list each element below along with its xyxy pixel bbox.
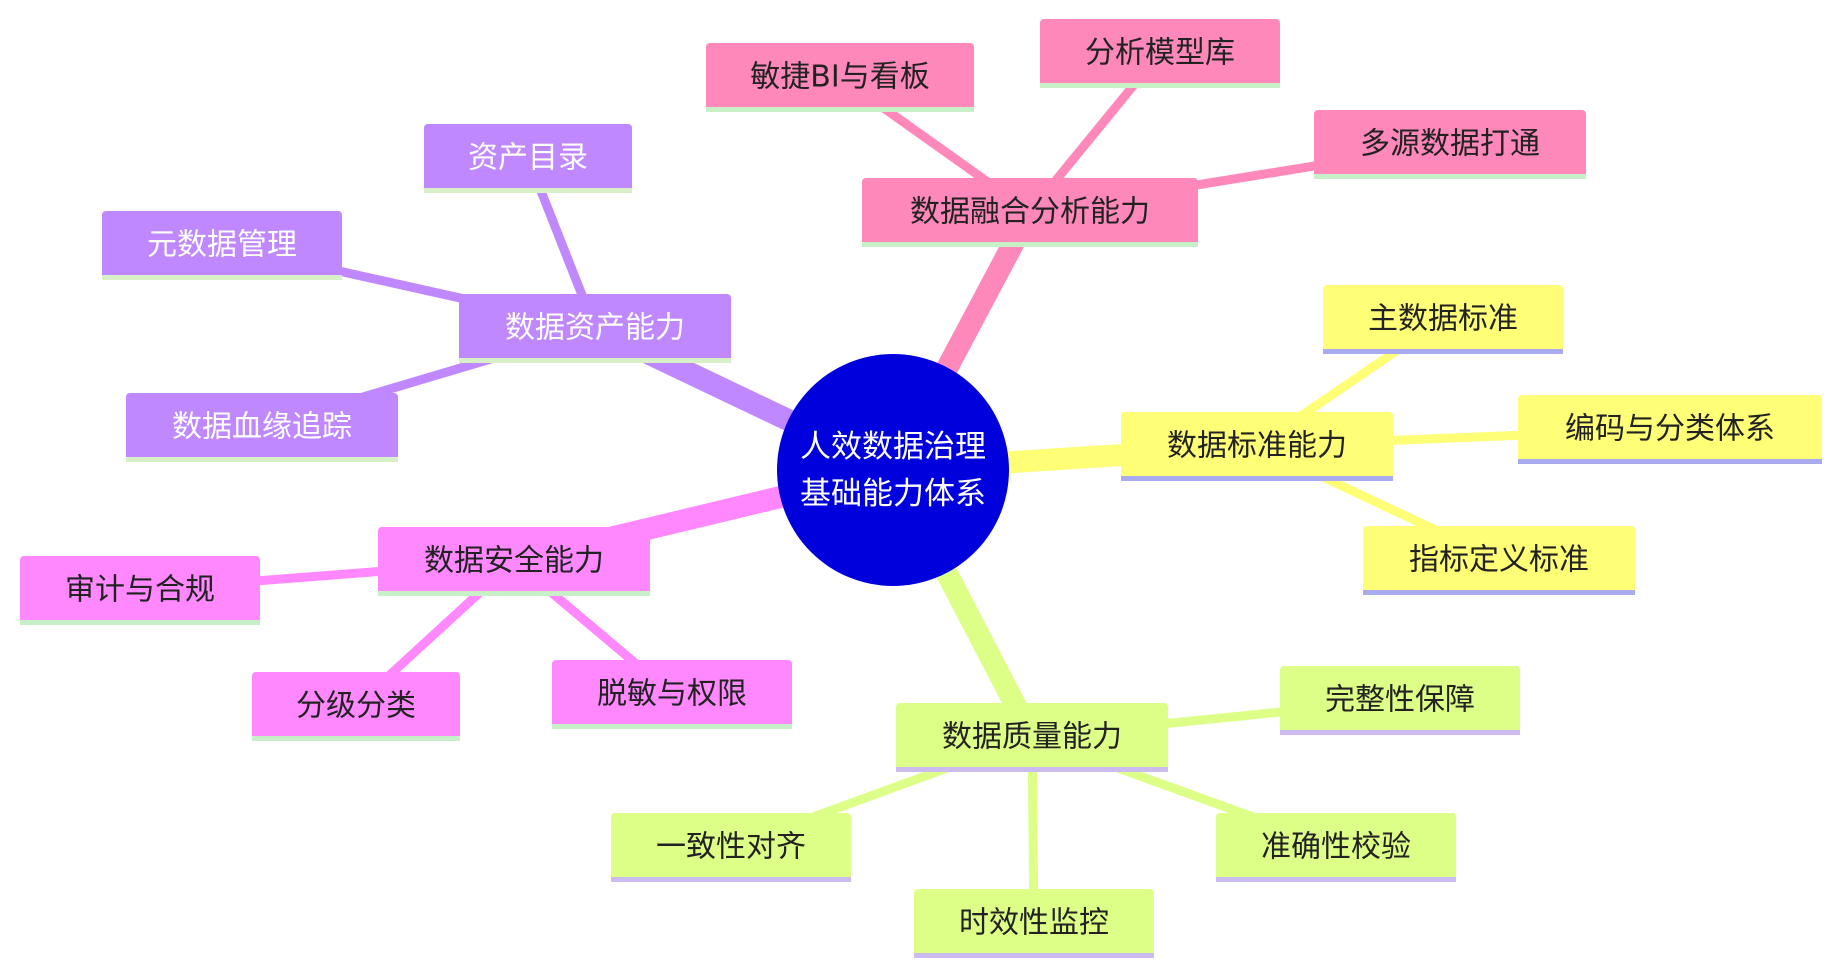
leaf-node-consistency-label: 一致性对齐 xyxy=(656,830,806,865)
leaf-node-lineage-underline xyxy=(126,457,398,462)
leaf-node-metric-def-label: 指标定义标准 xyxy=(1409,543,1589,578)
branch-node-fusion[interactable]: 数据融合分析能力 xyxy=(862,178,1198,247)
leaf-node-accuracy-underline xyxy=(1216,877,1456,882)
leaf-node-accuracy-label: 准确性校验 xyxy=(1261,830,1411,865)
leaf-node-bi-box xyxy=(706,43,974,111)
leaf-node-multi-source-label: 多源数据打通 xyxy=(1360,127,1540,162)
leaf-node-multi-source[interactable]: 多源数据打通 xyxy=(1314,110,1586,179)
leaf-node-grading-underline xyxy=(252,736,460,741)
leaf-node-metric-def-box xyxy=(1363,526,1635,594)
leaf-node-bi-label: 敏捷BI与看板 xyxy=(750,60,929,95)
branch-node-fusion-label: 数据融合分析能力 xyxy=(910,195,1150,230)
leaf-node-lineage-label: 数据血缘追踪 xyxy=(172,410,352,445)
leaf-node-coding[interactable]: 编码与分类体系 xyxy=(1518,395,1822,464)
root-label-line-1: 人效数据治理 xyxy=(800,429,986,465)
leaf-node-timeliness[interactable]: 时效性监控 xyxy=(914,889,1154,958)
branch-node-security[interactable]: 数据安全能力 xyxy=(378,527,650,596)
branch-node-security-box xyxy=(378,527,650,595)
leaf-node-consistency-underline xyxy=(611,877,851,882)
leaf-node-audit-label: 审计与合规 xyxy=(65,573,215,608)
root-node[interactable]: 人效数据治理 基础能力体系 xyxy=(777,354,1009,586)
leaf-node-audit-box xyxy=(20,556,260,624)
leaf-node-coding-box xyxy=(1518,395,1822,463)
branch-node-fusion-underline xyxy=(862,242,1198,247)
leaf-node-completeness-underline xyxy=(1280,730,1520,735)
branch-node-quality-underline xyxy=(896,767,1168,772)
leaf-node-metadata-label: 元数据管理 xyxy=(147,228,297,263)
branch-node-asset-label: 数据资产能力 xyxy=(505,311,685,346)
leaf-node-timeliness-box xyxy=(914,889,1154,957)
leaf-node-catalog-box xyxy=(424,124,632,192)
leaf-node-model-lib-box xyxy=(1040,19,1280,87)
leaf-node-catalog-label: 资产目录 xyxy=(468,141,588,176)
leaf-node-audit-underline xyxy=(20,620,260,625)
leaf-node-metadata[interactable]: 元数据管理 xyxy=(102,211,342,280)
leaf-node-lineage[interactable]: 数据血缘追踪 xyxy=(126,393,398,462)
leaf-node-model-lib-label: 分析模型库 xyxy=(1085,36,1235,71)
leaf-node-masking-label: 脱敏与权限 xyxy=(597,677,747,712)
leaf-node-completeness-box xyxy=(1280,666,1520,734)
leaf-node-coding-underline xyxy=(1518,459,1822,464)
leaf-node-catalog[interactable]: 资产目录 xyxy=(424,124,632,193)
leaf-node-masking-box xyxy=(552,660,792,728)
leaf-node-metric-def-underline xyxy=(1363,590,1635,595)
leaf-node-master-data-label: 主数据标准 xyxy=(1368,302,1518,337)
leaf-node-master-data[interactable]: 主数据标准 xyxy=(1323,285,1563,354)
leaf-node-masking[interactable]: 脱敏与权限 xyxy=(552,660,792,729)
leaf-node-lineage-box xyxy=(126,393,398,461)
branch-node-standard-box xyxy=(1121,412,1393,480)
branch-node-asset[interactable]: 数据资产能力 xyxy=(459,294,731,363)
branch-node-asset-box xyxy=(459,294,731,362)
branch-node-quality-label: 数据质量能力 xyxy=(942,720,1122,755)
leaf-node-metric-def[interactable]: 指标定义标准 xyxy=(1363,526,1635,595)
leaf-node-timeliness-underline xyxy=(914,953,1154,958)
branch-node-asset-underline xyxy=(459,358,731,363)
leaf-node-completeness-label: 完整性保障 xyxy=(1325,683,1475,718)
branch-node-security-label: 数据安全能力 xyxy=(424,544,604,579)
root-circle xyxy=(777,354,1009,586)
leaf-node-metadata-underline xyxy=(102,275,342,280)
branch-node-standard[interactable]: 数据标准能力 xyxy=(1121,412,1393,481)
leaf-node-completeness[interactable]: 完整性保障 xyxy=(1280,666,1520,735)
leaf-node-bi-underline xyxy=(706,107,974,112)
branch-node-standard-underline xyxy=(1121,476,1393,481)
leaf-node-model-lib-underline xyxy=(1040,83,1280,88)
leaf-node-consistency-box xyxy=(611,813,851,881)
leaf-node-catalog-underline xyxy=(424,188,632,193)
leaf-node-accuracy-box xyxy=(1216,813,1456,881)
leaf-node-accuracy[interactable]: 准确性校验 xyxy=(1216,813,1456,882)
leaf-node-coding-label: 编码与分类体系 xyxy=(1565,412,1775,447)
branch-node-security-underline xyxy=(378,591,650,596)
leaf-node-timeliness-label: 时效性监控 xyxy=(959,906,1109,941)
branch-node-quality[interactable]: 数据质量能力 xyxy=(896,703,1168,772)
leaf-node-masking-underline xyxy=(552,724,792,729)
leaf-node-master-data-underline xyxy=(1323,349,1563,354)
leaf-node-multi-source-underline xyxy=(1314,174,1586,179)
leaf-node-multi-source-box xyxy=(1314,110,1586,178)
branch-node-standard-label: 数据标准能力 xyxy=(1167,429,1347,464)
leaf-node-metadata-box xyxy=(102,211,342,279)
leaf-node-bi[interactable]: 敏捷BI与看板 xyxy=(706,43,974,112)
leaf-node-grading-label: 分级分类 xyxy=(296,689,416,724)
leaf-node-audit[interactable]: 审计与合规 xyxy=(20,556,260,625)
root-label-line-2: 基础能力体系 xyxy=(800,476,986,512)
leaf-node-grading[interactable]: 分级分类 xyxy=(252,672,460,741)
leaf-node-grading-box xyxy=(252,672,460,740)
leaf-node-model-lib[interactable]: 分析模型库 xyxy=(1040,19,1280,88)
branch-node-fusion-box xyxy=(862,178,1198,246)
leaf-node-master-data-box xyxy=(1323,285,1563,353)
leaf-node-consistency[interactable]: 一致性对齐 xyxy=(611,813,851,882)
branch-node-quality-box xyxy=(896,703,1168,771)
